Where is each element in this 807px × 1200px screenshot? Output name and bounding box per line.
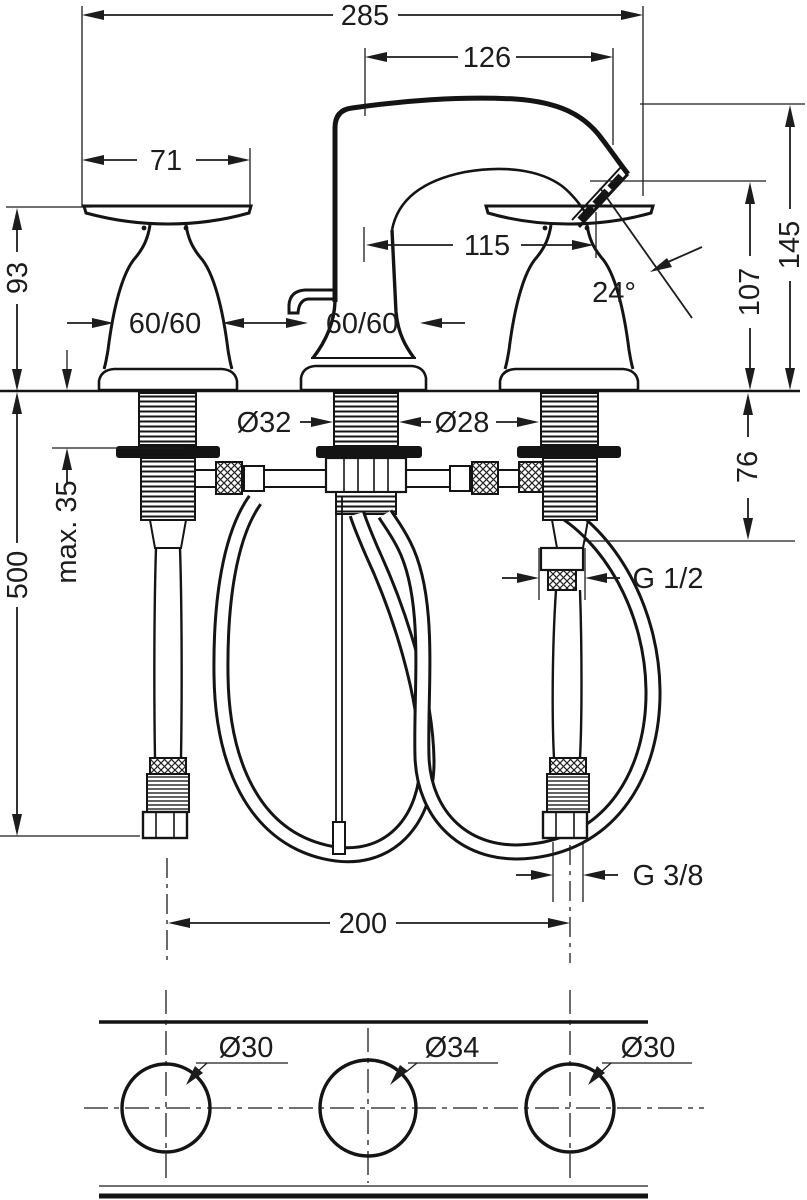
lift-rod-knob	[287, 288, 335, 315]
dim-handle-height: 93	[2, 206, 92, 391]
dim-depth-below: 76	[585, 393, 795, 542]
left-handle	[82, 204, 253, 392]
supply-pipe-left	[196, 461, 326, 495]
dim-label-60-60-left: 60/60	[129, 308, 202, 340]
dim-label-dia30-right: Ø30	[621, 1032, 676, 1064]
right-valve-assembly	[517, 392, 621, 840]
plan-view: Ø30 Ø34 Ø30	[84, 990, 704, 1199]
hose-loop-right	[377, 497, 662, 861]
dim-label-93: 93	[2, 262, 34, 294]
dim-max-deck-thickness: max. 35	[51, 447, 186, 584]
aerator	[571, 166, 630, 229]
spout-inner-curve	[390, 167, 589, 231]
center-shank-assembly	[196, 392, 540, 515]
dim-hose-length: 500	[0, 392, 140, 837]
dim-label-126: 126	[463, 42, 511, 74]
hose-loop-left	[212, 495, 436, 864]
dim-label-76: 76	[732, 451, 764, 483]
dim-label-60-60-center: 60/60	[326, 308, 399, 340]
hole-left	[120, 1062, 212, 1154]
leader-hole-right: Ø30	[588, 1032, 692, 1085]
dim-thread-supply: G 1/2	[502, 548, 703, 600]
dim-label-200: 200	[339, 908, 387, 940]
dim-spout-angle: 24°	[592, 187, 703, 319]
dim-label-g38: G 3/8	[633, 860, 704, 892]
hole-center	[318, 1058, 418, 1158]
dim-thread-hose: G 3/8	[516, 842, 703, 902]
dim-label-71: 71	[150, 145, 182, 177]
dim-handle-width: 71	[82, 145, 251, 206]
dim-label-dia34: Ø34	[425, 1032, 480, 1064]
dim-label-g12: G 1/2	[633, 563, 704, 595]
right-handle	[484, 204, 655, 392]
spout	[287, 95, 630, 392]
dim-spread: 60/60 60/60	[62, 308, 465, 390]
dim-shank-diameters: Ø32 Ø28	[237, 407, 539, 439]
spout-outer-curve	[332, 95, 630, 302]
dim-height-aerator: 107	[590, 180, 766, 390]
dim-label-285: 285	[341, 0, 389, 32]
pop-up-rod	[332, 496, 346, 855]
leader-hole-left: Ø30	[186, 1032, 288, 1085]
leader-hole-center: Ø34	[390, 1032, 498, 1085]
dim-hole-spacing: 200	[166, 845, 571, 963]
dim-label-24deg: 24°	[592, 277, 636, 309]
dim-label-500: 500	[2, 551, 34, 599]
dim-label-dia32: Ø32	[237, 407, 292, 439]
dim-label-dia30-left: Ø30	[219, 1032, 274, 1064]
hole-right	[524, 1062, 616, 1154]
dim-label-115: 115	[464, 230, 510, 262]
left-valve-assembly	[116, 392, 220, 840]
dim-label-107: 107	[734, 268, 766, 316]
dim-label-max35: max. 35	[51, 480, 83, 583]
dim-overall-width: 285	[81, 0, 644, 207]
dim-aerator-offset: 115	[363, 212, 597, 262]
dim-label-145: 145	[774, 221, 806, 269]
supply-pipe-right	[406, 461, 540, 495]
dim-spout-projection: 126	[364, 42, 614, 145]
dim-label-dia28: Ø28	[435, 407, 490, 439]
dim-height-top: 145	[640, 103, 806, 390]
